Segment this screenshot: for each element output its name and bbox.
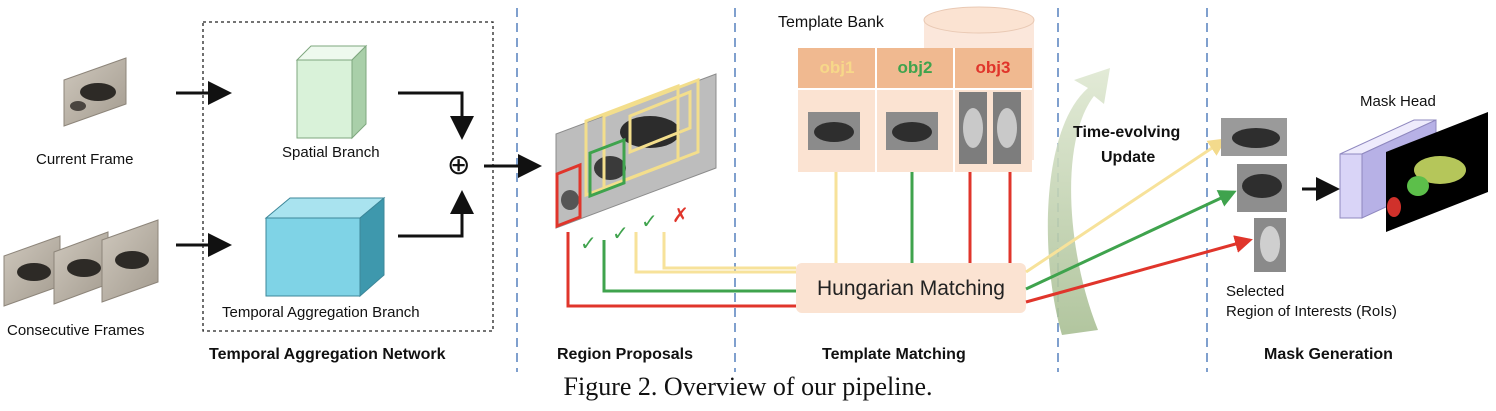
update-label-line2: Update [1101, 149, 1156, 166]
figure-caption: Figure 2. Overview of our pipeline. [563, 372, 933, 401]
proposal-mark-4: ✗ [672, 203, 689, 227]
line-proposal-yellow-a [634, 232, 796, 274]
spatial-branch-label: Spatial Branch [282, 144, 380, 161]
line-proposal-yellow-b [662, 232, 796, 270]
section-mask-label: Mask Generation [1264, 346, 1393, 363]
line-proposal-green [602, 240, 796, 293]
proposal-mark-2: ✓ [612, 221, 629, 245]
arrow-temporal-to-sum [398, 190, 474, 238]
rois-label-line1: Selected [1226, 283, 1285, 300]
consecutive-frames-label: Consecutive Frames [7, 322, 145, 339]
rois-label-line2: Region of Interests (RoIs) [1226, 303, 1397, 320]
hungarian-matching-box [796, 263, 1026, 313]
current-frame-label: Current Frame [36, 151, 134, 168]
mask-head-label: Mask Head [1360, 93, 1436, 110]
region-proposal-image [555, 73, 717, 229]
update-label-line1: Time-evolving [1073, 124, 1181, 141]
tab-obj3: obj3 [975, 58, 1011, 77]
template-bank-title: Template Bank [778, 14, 884, 31]
arrow-to-roi-1 [1025, 138, 1227, 274]
line-proposal-red [566, 232, 796, 308]
arrow-spatial-to-sum [398, 91, 474, 140]
temporal-branch-label: Temporal Aggregation Branch [222, 304, 420, 321]
time-evolving-update-arrow [1047, 68, 1110, 335]
arrow-to-roi-2 [1025, 190, 1237, 291]
temporal-branch-cube [264, 196, 386, 298]
spatial-branch-cube [295, 44, 368, 140]
hungarian-matching-label: Hungarian Matching [817, 277, 1005, 300]
tab-obj1: obj1 [819, 58, 855, 77]
section-template-label: Template Matching [822, 346, 966, 363]
roi-thumbnails [1221, 118, 1287, 272]
template-table [798, 48, 1032, 172]
tab-obj2: obj2 [897, 58, 933, 77]
proposal-mark-3: ✓ [641, 209, 658, 233]
mask-output-image [1386, 112, 1488, 232]
section-region-label: Region Proposals [557, 346, 694, 363]
consecutive-frames-image [3, 219, 159, 307]
sum-symbol: ⊕ [447, 148, 471, 181]
arrow-to-roi-3 [1025, 235, 1253, 304]
current-frame-image [63, 57, 127, 127]
section-tan-label: Temporal Aggregation Network [209, 346, 446, 363]
tan-dashed-box [202, 21, 494, 332]
proposal-mark-1: ✓ [580, 231, 597, 255]
